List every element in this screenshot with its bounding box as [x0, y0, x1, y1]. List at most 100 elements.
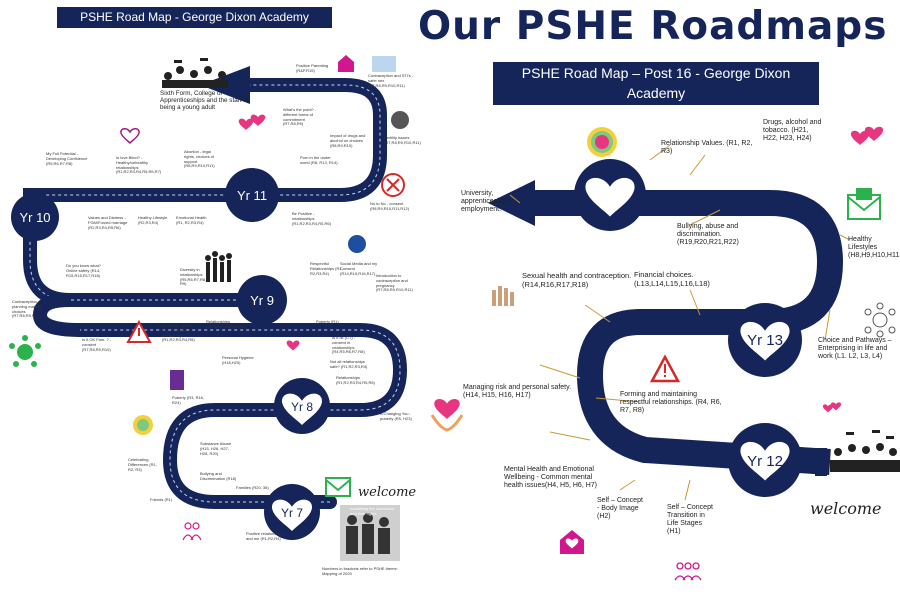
tiny-label: Porn in the under world (R8, R13, R14) — [300, 155, 338, 165]
tiny-label: Abortion - legal rights, choices of supp… — [184, 149, 215, 169]
tiny-label: Contraception and STI's - safer sex (R7,… — [368, 73, 414, 88]
yr12-label: Yr 12 — [747, 453, 783, 470]
left-crowd-photo-icon — [340, 505, 400, 561]
yr11-label: Yr 11 — [237, 188, 267, 203]
tiny-label: Contraception - planning making choices … — [12, 299, 42, 319]
tiny-label: What's the point? - different forms of c… — [283, 107, 317, 127]
right-welcome-banner: welcome — [810, 499, 882, 518]
star-people-icon — [9, 335, 41, 367]
left-home-heart-icon — [338, 55, 354, 72]
network-icon — [864, 302, 896, 338]
tiny-label: My Full Potential - Developing Confidenc… — [46, 151, 88, 166]
yr7-label: Yr 7 — [281, 506, 303, 520]
left-purple-figure-icon — [170, 370, 184, 390]
left-no-icon — [381, 173, 405, 197]
right-road-arrow — [488, 180, 535, 226]
yr8-marker[interactable]: Yr 8 — [274, 378, 330, 434]
tiny-label: Do you know what? Online safety (R14, R1… — [66, 263, 101, 278]
left-welcome-banner: welcome — [358, 485, 416, 500]
tiny-label: Be Positive - relationships (R1,R2,R3,R4… — [292, 211, 331, 226]
tiny-label: Fertility issues (R7,R8,R9,R10,R11) — [384, 135, 421, 145]
label-university: University, apprenticeships, employment. — [461, 190, 512, 214]
left-destination-label: Sixth Form, College or Apprenticeships a… — [160, 90, 249, 112]
main-title: Our PSHE Roadmaps — [418, 4, 888, 49]
label-drugs: Drugs, alcohol and tobacco. (H21, H22, H… — [763, 119, 822, 143]
tiny-label: Positive relationships and me (R1,R2,R4) — [246, 531, 284, 541]
tiny-label: Is love Blind? - Healthy/unhealthy relat… — [116, 155, 162, 175]
right-banner: PSHE Road Map – Post 16 - George Dixon A… — [493, 62, 819, 105]
envelope-icon — [847, 188, 881, 220]
tiny-label: Personal Hygiene (H18,H20) — [222, 355, 254, 365]
tiny-label: Impact of drugs and alcohol on choices (… — [330, 133, 366, 148]
yr8-label: Yr 8 — [291, 400, 313, 414]
graduation-crowd-icon — [830, 430, 900, 472]
tiny-label: Introduction to contraception and pregna… — [376, 273, 413, 293]
tiny-label: A Changing You - puberty (R5, H23) — [380, 411, 412, 421]
left-graduation-crowd-icon — [162, 58, 228, 88]
yr11-marker[interactable]: Yr 11 — [225, 168, 279, 222]
tiny-label: Bullying and Discrimination (R18) — [200, 471, 237, 481]
tiny-label: No to No - consent (R8,R9,R10,R11,R12) — [370, 201, 410, 211]
pink-hearts-right — [822, 126, 884, 413]
destination-heart-marker[interactable] — [574, 159, 646, 231]
tiny-label: Positive Parenting (R&P.R15) — [296, 63, 329, 73]
tiny-label: Is it ok (CT) - consent in relationships… — [332, 335, 365, 355]
yr9-label: Yr 9 — [250, 293, 274, 308]
hands-heart-icon — [430, 398, 464, 432]
label-relationship-values: Relationship Values. (R1, R2, R3) — [661, 140, 753, 156]
tiny-label: Puberty (R1) — [316, 319, 339, 324]
label-body-image: Self – Concept - Body Image (H2) — [597, 497, 643, 521]
left-heart-outline-icon — [120, 128, 140, 145]
label-healthy: Healthy Lifestyles (H8,H9,H10,H11,H12,H1… — [848, 236, 900, 260]
left-envelope-icon — [325, 477, 351, 497]
label-mental: Mental Health and Emotional Wellbeing - … — [504, 466, 597, 490]
tiny-label: Puberty (R3, R16, R24) — [172, 395, 205, 405]
tiny-label: Substance Abuse (H15, H26, H27, H28, R20… — [200, 441, 232, 456]
speech-box-text: Letter home to parents explaining the cu… — [350, 501, 395, 516]
left-banner: PSHE Road Map - George Dixon Academy — [57, 7, 332, 28]
label-managing: Managing risk and personal safety. (H14,… — [463, 384, 572, 400]
left-hands-heart-icon — [286, 340, 300, 351]
left-warning-icon — [126, 319, 152, 343]
right-leader-lines — [509, 144, 851, 501]
left-road-curve — [32, 293, 81, 337]
label-choice: Choice and Pathways – Enterprising in li… — [818, 337, 892, 361]
tiny-label: Social Media and my Consent (R14,R15,R16… — [340, 261, 378, 276]
tiny-label: Relationships (R1,R2,R3,R4,R5,R6) — [336, 375, 375, 385]
yr7-marker[interactable]: Yr 7 — [264, 484, 320, 540]
left-silhouettes-icon — [205, 251, 232, 282]
left-people-icon — [182, 522, 202, 541]
label-financial: Financial choices. (L13,L14,L15,L16,L18) — [634, 270, 710, 288]
warning-icon — [649, 354, 681, 383]
label-sexual-health: Sexual health and contraception.(R14,R16… — [522, 271, 632, 289]
label-transition: Self – Concept Transition in Life Stages… — [667, 504, 713, 536]
tiny-label: Is it OK Fam..? - consent (R7,R8,R9,R10) — [82, 337, 112, 352]
tiny-label: Values and Distress - FGM/Forced marriag… — [88, 215, 128, 230]
tiny-label: Friends (R1) — [150, 497, 173, 502]
yr10-label: Yr 10 — [19, 210, 50, 225]
left-rainbow-icon — [133, 415, 153, 435]
left-blue-icon — [372, 56, 396, 72]
yr12-marker[interactable]: Yr 12 — [728, 423, 802, 497]
left-footnote: Numbers in brackets refer to PSHE theme:… — [322, 566, 398, 576]
tiny-label: Relationships (R1,R2,R3,R4,R5,R6) — [206, 319, 245, 329]
pink-hearts-left — [238, 114, 266, 130]
tiny-label: Not all relationships safe? (R1,R2,R3,R4… — [330, 359, 368, 369]
people-icon — [674, 562, 702, 581]
tiny-label: Celebrating Differences (R1, R2, R3) — [128, 457, 157, 472]
yr9-marker[interactable]: Yr 9 — [237, 275, 287, 325]
label-bullying: Bullying, abuse and discrimination. (R19… — [677, 223, 739, 247]
yr10-marker[interactable]: Yr 10 — [11, 193, 59, 241]
label-forming: Forming and maintaining respectful relat… — [620, 391, 722, 415]
left-nhs-logo-icon — [348, 235, 366, 253]
right-road-end — [815, 448, 827, 476]
rainbow-people-icon — [587, 127, 617, 157]
yr13-label: Yr 13 — [747, 332, 783, 349]
home-heart-icon — [560, 530, 584, 554]
tiny-label: Families (R20, 38) — [236, 485, 269, 490]
yr13-marker[interactable]: Yr 13 — [728, 303, 802, 377]
handshake-icon — [492, 286, 514, 306]
tiny-label: Red Flag, green flag - Exercise relation… — [162, 323, 195, 343]
tiny-label: Healthy Lifestyle (R2,R3,R4) — [138, 215, 168, 225]
